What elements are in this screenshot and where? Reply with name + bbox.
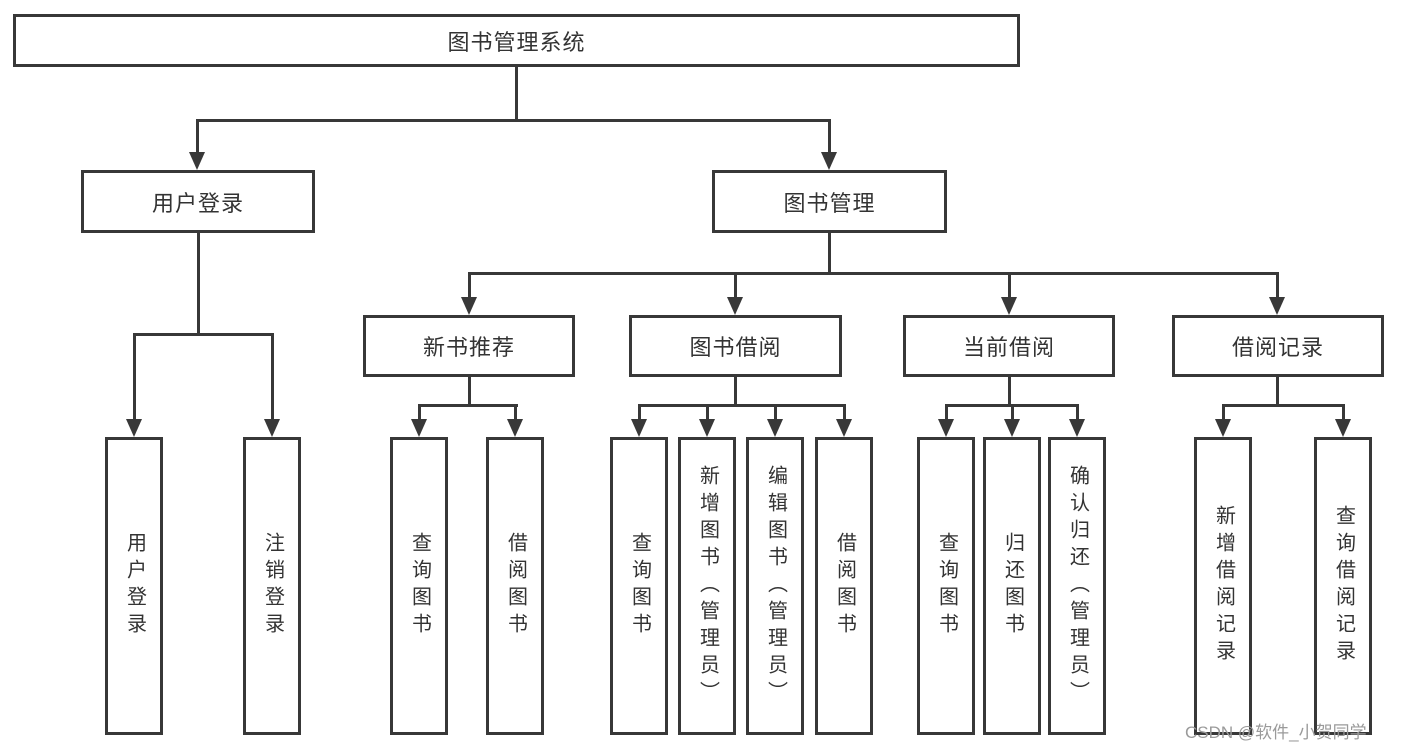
connector-line [133,333,274,336]
connector-line [638,404,846,407]
arrow-down-icon [699,419,715,437]
leaf-return-books: 归还图书 [983,437,1041,735]
leaf-borrow-books-recommend: 借阅图书 [486,437,544,735]
node-label: 查询图书 [935,532,958,640]
connector-line [774,404,777,424]
leaf-query-borrow-record: 查询借阅记录 [1314,437,1372,735]
node-label: 确认归还（管理员） [1066,464,1089,708]
arrow-down-icon [1215,419,1231,437]
leaf-query-books-recommend: 查询图书 [390,437,448,735]
connector-line [843,404,846,424]
arrow-down-icon [767,419,783,437]
leaf-logout: 注销登录 [243,437,301,735]
watermark: CSDN @软件_小贺同学 [1185,723,1367,742]
connector-line [271,333,274,421]
node-label: 编辑图书（管理员） [764,464,787,708]
connector-line [418,404,421,424]
connector-line [1008,272,1011,300]
node-user-login: 用户登录 [81,170,315,233]
node-book-borrow: 图书借阅 [629,315,842,377]
leaf-add-borrow-record: 新增借阅记录 [1194,437,1252,735]
arrow-down-icon [1001,297,1017,315]
node-book-management: 图书管理 [712,170,947,233]
connector-line [945,404,948,424]
arrow-down-icon [126,419,142,437]
arrow-down-icon [938,419,954,437]
arrow-down-icon [821,152,837,170]
node-label: 借阅图书 [504,532,527,640]
connector-line [734,377,737,406]
connector-line [828,233,831,275]
connector-line [828,119,831,155]
connector-line [133,333,136,421]
arrow-down-icon [189,152,205,170]
node-borrow-records: 借阅记录 [1172,315,1384,377]
node-current-borrow: 当前借阅 [903,315,1115,377]
arrow-down-icon [507,419,523,437]
leaf-user-login: 用户登录 [105,437,163,735]
arrow-down-icon [836,419,852,437]
arrow-down-icon [411,419,427,437]
leaf-query-books-borrow: 查询图书 [610,437,668,735]
node-label: 借阅记录 [1231,335,1324,360]
connector-line [706,404,709,424]
connector-line [638,404,641,424]
node-label: 用户登录 [123,532,146,640]
node-label: 新增借阅记录 [1212,505,1235,667]
leaf-edit-book-admin: 编辑图书（管理员） [746,437,804,735]
connector-line [1222,404,1345,407]
connector-line [1276,272,1279,300]
connector-line [515,67,518,121]
arrow-down-icon [631,419,647,437]
connector-line [1276,377,1279,406]
connector-line [514,404,517,424]
node-library-system: 图书管理系统 [13,14,1020,67]
node-label: 新书推荐 [422,335,515,360]
connector-line [1008,377,1011,406]
arrow-down-icon [727,297,743,315]
connector-line [468,272,1279,275]
arrow-down-icon [461,297,477,315]
node-label: 借阅图书 [833,532,856,640]
leaf-confirm-return-admin: 确认归还（管理员） [1048,437,1106,735]
connector-line [196,119,199,155]
connector-line [418,404,518,407]
connector-line [1076,404,1079,424]
connector-line [468,377,471,406]
node-new-book-recommend: 新书推荐 [363,315,575,377]
connector-line [1011,404,1014,424]
connector-line [196,119,831,122]
node-label: 归还图书 [1001,532,1024,640]
connector-line [734,272,737,300]
connector-line [1342,404,1345,424]
leaf-add-book-admin: 新增图书（管理员） [678,437,736,735]
node-label: 查询借阅记录 [1332,505,1355,667]
arrow-down-icon [1069,419,1085,437]
node-label: 图书管理系统 [447,29,586,55]
node-label: 查询图书 [408,532,431,640]
arrow-down-icon [1004,419,1020,437]
leaf-borrow-books: 借阅图书 [815,437,873,735]
node-label: 新增图书（管理员） [696,464,719,708]
connector-line [468,272,471,300]
arrow-down-icon [1269,297,1285,315]
arrow-down-icon [264,419,280,437]
node-label: 注销登录 [261,532,284,640]
connector-line [1222,404,1225,424]
arrow-down-icon [1335,419,1351,437]
node-label: 查询图书 [628,532,651,640]
node-label: 图书管理 [783,190,876,216]
connector-line [197,233,200,336]
leaf-query-books-current: 查询图书 [917,437,975,735]
node-label: 当前借阅 [962,335,1055,360]
node-label: 用户登录 [151,190,244,216]
node-label: 图书借阅 [689,335,782,360]
